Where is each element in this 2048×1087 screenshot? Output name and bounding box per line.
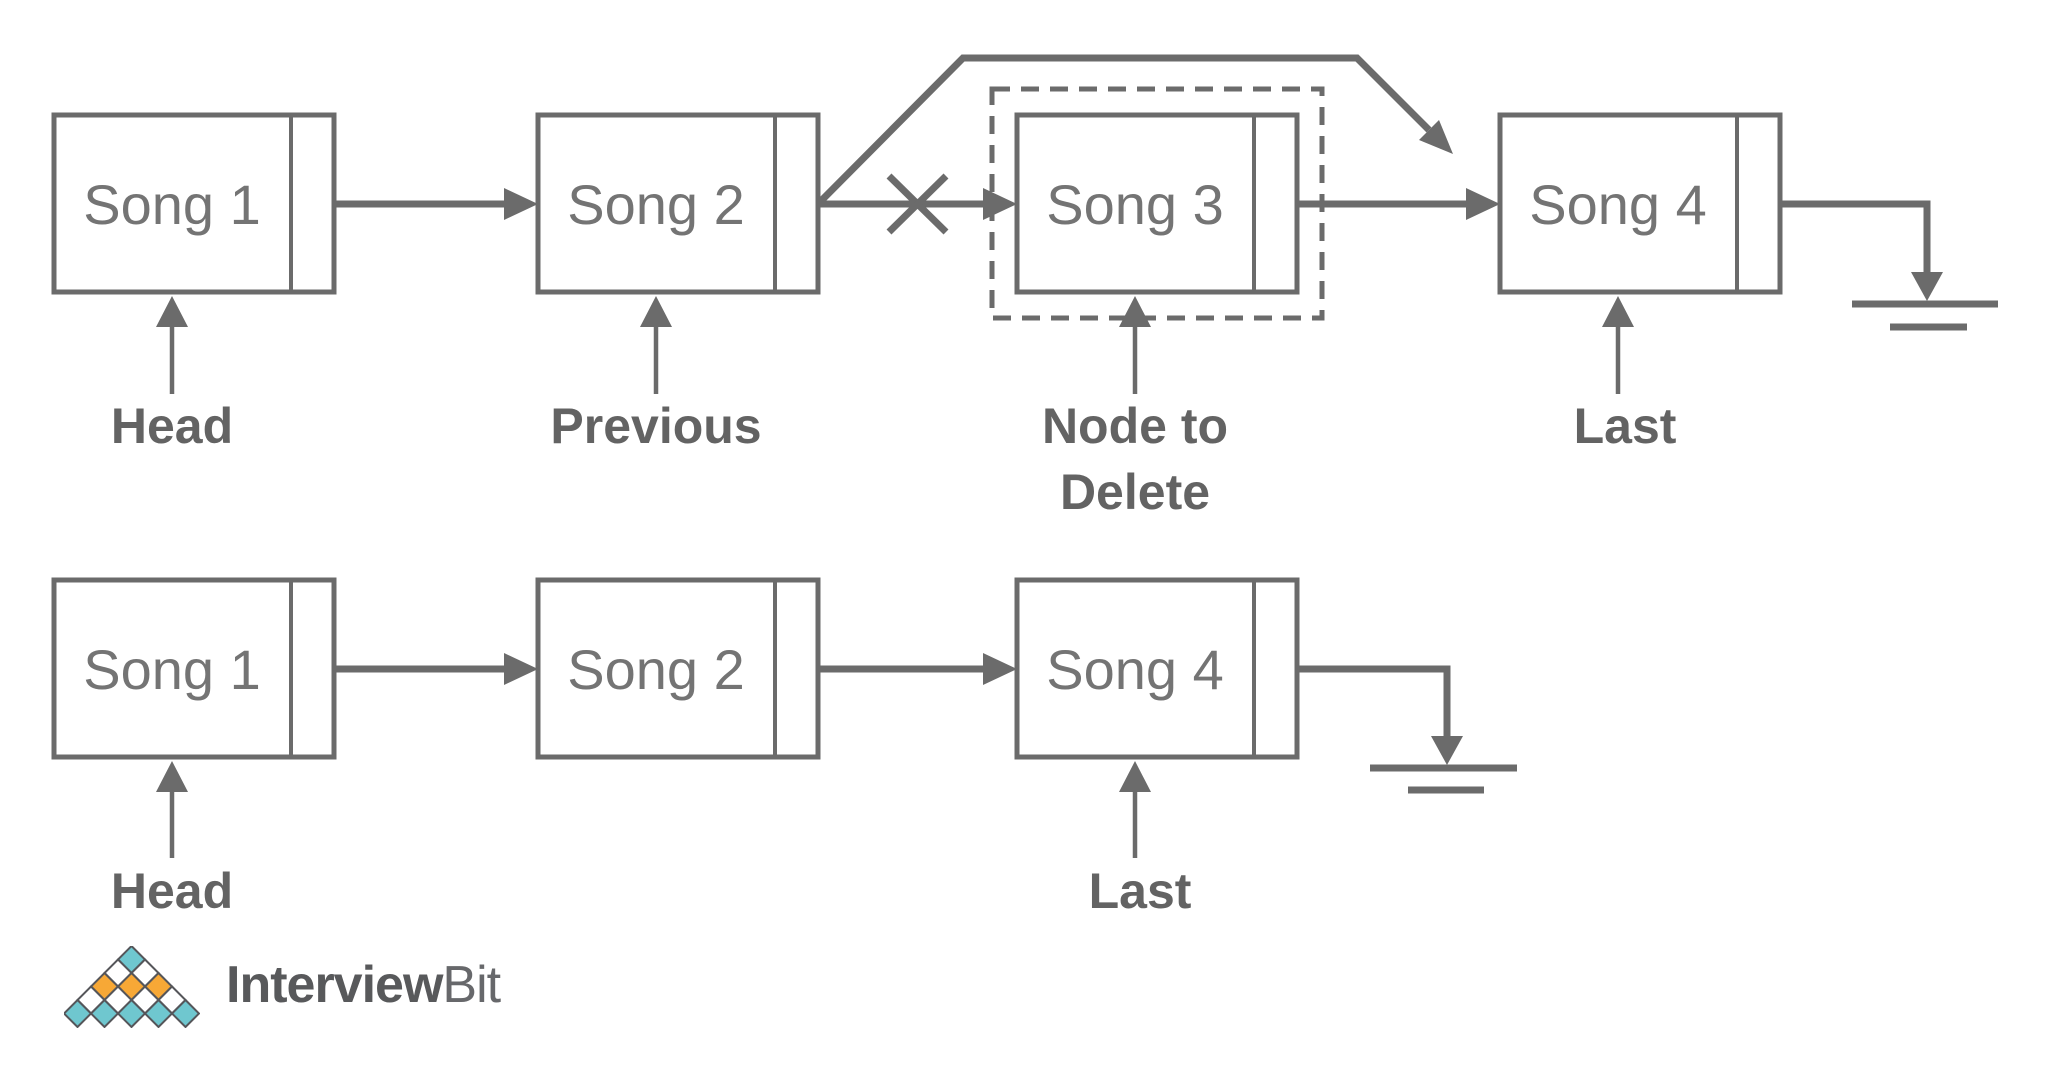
- up-arrowhead: [1602, 296, 1634, 327]
- up-arrowhead: [156, 761, 188, 792]
- pointer-up-arrow-head: [156, 296, 188, 394]
- node-box: [1497, 112, 1783, 295]
- cross-stroke: [886, 173, 949, 235]
- bypass-arrowhead: [1419, 120, 1453, 154]
- up-arrowhead: [640, 296, 672, 327]
- node-title: Song 4: [1529, 173, 1707, 236]
- node-title: Song 2: [567, 173, 745, 236]
- node-box: [1014, 112, 1300, 295]
- arrow-row1-song2-song3: [819, 188, 1017, 220]
- arrow-row2-song2-song4: [819, 653, 1017, 685]
- pointer-up-arrow-node-to-delete: [1119, 296, 1151, 394]
- node-title: Song 4: [1046, 638, 1224, 701]
- pointer-up-arrow-last: [1602, 296, 1634, 394]
- node-title: Song 1: [83, 173, 261, 236]
- arrowhead: [983, 188, 1017, 220]
- label-node-to-delete-line1: Node to: [1042, 398, 1228, 454]
- ground-arrowhead: [1431, 736, 1463, 765]
- node-title: Song 2: [567, 638, 745, 701]
- arrowhead: [504, 653, 538, 685]
- logo-diamond: [89, 998, 120, 1028]
- arrow-row2-song1-song2: [336, 653, 538, 685]
- node-box: [535, 577, 821, 760]
- arrowhead: [983, 653, 1017, 685]
- bypass-arrow-icon: [814, 54, 1453, 208]
- ground-arrowhead: [1911, 272, 1943, 301]
- node-row2-song1: Song 1: [51, 577, 337, 760]
- ground-connector-line: [1782, 200, 1931, 274]
- arrowhead: [504, 188, 538, 220]
- node-row1-song2: Song 2: [535, 112, 821, 295]
- logo-diamond: [143, 998, 174, 1028]
- logo-pyramid-icon: [64, 946, 200, 1028]
- arrow-row1-song3-song4: [1299, 188, 1500, 220]
- logo-diamond: [116, 998, 147, 1028]
- node-row1-song3: Song 3: [1014, 112, 1300, 295]
- ground-connector-line: [1299, 665, 1451, 738]
- logo-text-bold: Interview: [226, 956, 443, 1014]
- node-title: Song 3: [1046, 173, 1224, 236]
- label-previous: Previous: [550, 398, 761, 454]
- null-terminator-ground-icon: [1782, 200, 1998, 331]
- up-arrowhead: [1119, 296, 1151, 327]
- deleted-link-cross-icon: [886, 173, 949, 235]
- node-box: [535, 112, 821, 295]
- arrowhead: [1466, 188, 1500, 220]
- logo-diamond: [170, 998, 200, 1028]
- pointer-up-arrow-previous: [640, 296, 672, 394]
- label-last-row1: Last: [1574, 398, 1677, 454]
- null-terminator-ground-icon: [1299, 665, 1517, 794]
- node-row1-song1: Song 1: [51, 112, 337, 295]
- label-head-row1: Head: [111, 398, 233, 454]
- node-box: [51, 112, 337, 295]
- up-arrowhead: [1119, 761, 1151, 792]
- bypass-arrow-line: [814, 54, 1432, 208]
- node-box: [51, 577, 337, 760]
- pointer-up-arrow-head: [156, 761, 188, 858]
- interviewbit-logo: InterviewBit: [64, 946, 501, 1028]
- logo-text: InterviewBit: [226, 956, 501, 1015]
- node-row2-song4: Song 4: [1014, 577, 1300, 760]
- node-title: Song 1: [83, 638, 261, 701]
- arrow-row1-song1-song2: [336, 188, 538, 220]
- logo-text-light: Bit: [442, 956, 501, 1014]
- pointer-up-arrow-last: [1119, 761, 1151, 858]
- up-arrowhead: [156, 296, 188, 327]
- node-row2-song2: Song 2: [535, 577, 821, 760]
- label-head-row2: Head: [111, 863, 233, 919]
- logo-diamond: [64, 998, 93, 1028]
- node-box: [1014, 577, 1300, 760]
- label-node-to-delete-line2: Delete: [1060, 464, 1210, 520]
- label-last-row2: Last: [1089, 863, 1192, 919]
- node-row1-song4: Song 4: [1497, 112, 1783, 295]
